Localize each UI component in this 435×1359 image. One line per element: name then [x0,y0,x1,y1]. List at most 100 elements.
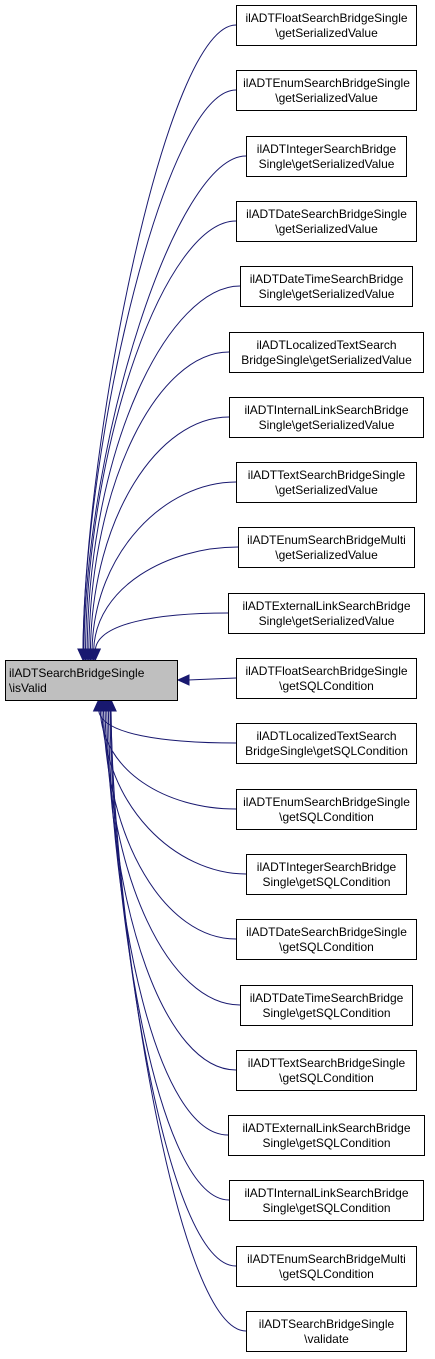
caller-node-20-label-line-2: \getSQLCondition [279,1267,374,1281]
caller-node-2-label-line-2: \getSerializedValue [275,91,378,105]
edge-1 [82,24,237,651]
edge-16 [104,709,241,1006]
caller-node-6-box [229,332,424,373]
caller-node-18-label-line-2: Single\getSQLCondition [262,1136,390,1150]
caller-node-6[interactable]: ilADTLocalizedTextSearchBridgeSingle\get… [229,332,424,373]
edge-7 [89,416,230,651]
caller-node-12-label-line-2: BridgeSingle\getSQLCondition [245,744,408,758]
caller-node-9-label-line-1: ilADTEnumSearchBridgeMulti [247,533,406,547]
main-node-isvalid[interactable]: ilADTSearchBridgeSingle\isValid [5,660,178,701]
edge-11 [187,677,237,681]
caller-node-9[interactable]: ilADTEnumSearchBridgeMulti\getSerialized… [238,527,415,568]
caller-node-14-box [246,854,407,895]
caller-node-21[interactable]: ilADTSearchBridgeSingle\validate [246,1311,407,1352]
caller-node-19-box [229,1180,424,1221]
caller-node-15-box [236,919,417,960]
caller-node-16-box [240,985,413,1026]
caller-node-10-box [228,593,425,634]
caller-node-4-label-line-2: \getSerializedValue [275,222,378,236]
edge-10 [94,612,229,651]
caller-node-1-label-line-2: \getSerializedValue [275,26,378,40]
caller-node-20[interactable]: ilADTEnumSearchBridgeMulti\getSQLConditi… [236,1246,417,1287]
caller-node-7[interactable]: ilADTInternalLinkSearchBridgeSingle\getS… [229,397,424,438]
caller-node-12-box [236,723,417,764]
caller-node-16-label-line-2: Single\getSQLCondition [262,1006,390,1020]
edge-6 [88,351,230,651]
caller-node-3-label-line-2: Single\getSerializedValue [259,157,395,171]
caller-node-17[interactable]: ilADTTextSearchBridgeSingle\getSQLCondit… [236,1050,417,1091]
caller-node-13[interactable]: ilADTEnumSearchBridgeSingle\getSQLCondit… [236,789,417,830]
caller-node-8-box [236,462,417,503]
caller-node-14[interactable]: ilADTIntegerSearchBridgeSingle\getSQLCon… [246,854,407,895]
caller-node-11-label-line-2: \getSQLCondition [279,679,374,693]
caller-node-9-label-line-2: \getSerializedValue [275,548,378,562]
caller-node-11-label-line-1: ilADTFloatSearchBridgeSingle [245,664,407,678]
caller-node-2-box [236,70,417,111]
caller-node-12-label-line-1: ilADTLocalizedTextSearch [256,729,396,743]
caller-node-19-label-line-2: Single\getSQLCondition [262,1201,390,1215]
caller-node-5-label-line-2: Single\getSerializedValue [259,287,395,301]
caller-node-17-label-line-2: \getSQLCondition [279,1071,374,1085]
caller-node-20-box [236,1246,417,1287]
caller-node-4[interactable]: ilADTDateSearchBridgeSingle\getSerialize… [236,201,417,242]
arrowhead-21 [105,698,117,712]
edge-5 [86,285,241,651]
caller-node-18-label-line-1: ilADTExternalLinkSearchBridge [242,1121,410,1135]
caller-node-5-box [240,266,413,307]
caller-node-8[interactable]: ilADTTextSearchBridgeSingle\getSerialize… [236,462,417,503]
caller-node-2-label-line-1: ilADTEnumSearchBridgeSingle [243,76,410,90]
caller-node-16-label-line-1: ilADTDateTimeSearchBridge [250,991,404,1005]
caller-node-14-label-line-1: ilADTIntegerSearchBridge [257,860,397,874]
caller-node-21-box [246,1311,407,1352]
edge-18 [107,709,229,1136]
arrowhead-11 [176,674,190,686]
caller-node-16[interactable]: ilADTDateTimeSearchBridgeSingle\getSQLCo… [240,985,413,1026]
edge-19 [109,709,230,1201]
caller-node-15[interactable]: ilADTDateSearchBridgeSingle\getSQLCondit… [236,919,417,960]
nodes-layer: ilADTSearchBridgeSingle\isValidilADTFloa… [5,5,425,1352]
caller-node-13-label-line-2: \getSQLCondition [279,810,374,824]
caller-node-6-label-line-2: BridgeSingle\getSerializedValue [241,353,412,367]
edge-3 [83,155,247,651]
edge-21 [110,709,247,1332]
caller-node-3-label-line-1: ilADTIntegerSearchBridge [257,142,397,156]
caller-node-5-label-line-1: ilADTDateTimeSearchBridge [250,272,404,286]
edge-2 [82,89,237,651]
caller-node-13-box [236,789,417,830]
caller-node-1[interactable]: ilADTFloatSearchBridgeSingle\getSerializ… [236,5,417,46]
main-node-isvalid-box [5,660,178,701]
caller-node-20-label-line-1: ilADTEnumSearchBridgeMulti [247,1252,406,1266]
caller-node-11[interactable]: ilADTFloatSearchBridgeSingle\getSQLCondi… [236,658,417,699]
edge-9 [93,546,239,651]
edges-layer [77,24,247,1332]
caller-node-10[interactable]: ilADTExternalLinkSearchBridgeSingle\getS… [228,593,425,634]
caller-node-18-box [228,1115,425,1156]
caller-node-1-label-line-1: ilADTFloatSearchBridgeSingle [245,11,407,25]
caller-node-3-box [246,136,407,177]
caller-node-21-label-line-2: \validate [304,1332,349,1346]
caller-node-19[interactable]: ilADTInternalLinkSearchBridgeSingle\getS… [229,1180,424,1221]
caller-node-18[interactable]: ilADTExternalLinkSearchBridgeSingle\getS… [228,1115,425,1156]
caller-node-15-label-line-2: \getSQLCondition [279,940,374,954]
caller-node-7-box [229,397,424,438]
caller-node-17-label-line-1: ilADTTextSearchBridgeSingle [248,1056,406,1070]
caller-node-8-label-line-2: \getSerializedValue [275,483,378,497]
edge-20 [110,709,237,1267]
caller-node-6-label-line-1: ilADTLocalizedTextSearch [256,338,396,352]
caller-node-8-label-line-1: ilADTTextSearchBridgeSingle [248,468,406,482]
caller-node-5[interactable]: ilADTDateTimeSearchBridgeSingle\getSeria… [240,266,413,307]
caller-node-12[interactable]: ilADTLocalizedTextSearchBridgeSingle\get… [236,723,417,764]
caller-node-2[interactable]: ilADTEnumSearchBridgeSingle\getSerialize… [236,70,417,111]
caller-node-7-label-line-1: ilADTInternalLinkSearchBridge [244,403,408,417]
caller-node-10-label-line-2: Single\getSerializedValue [259,614,395,628]
caller-node-3[interactable]: ilADTIntegerSearchBridgeSingle\getSerial… [246,136,407,177]
caller-node-15-label-line-1: ilADTDateSearchBridgeSingle [246,925,407,939]
edge-4 [85,220,237,651]
caller-node-21-label-line-1: ilADTSearchBridgeSingle [259,1317,395,1331]
caller-node-19-label-line-1: ilADTInternalLinkSearchBridge [244,1186,408,1200]
caller-node-13-label-line-1: ilADTEnumSearchBridgeSingle [243,795,410,809]
main-node-isvalid-label-line-2: \isValid [9,681,47,695]
caller-node-17-box [236,1050,417,1091]
caller-node-11-box [236,658,417,699]
